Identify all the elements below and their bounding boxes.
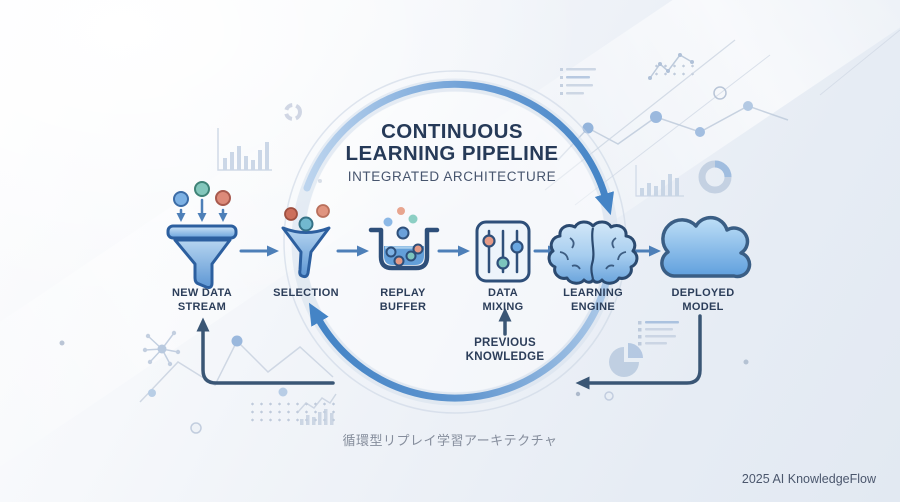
funnel-inflow-icon <box>166 181 238 289</box>
step-label-new-data-stream: NEW DATA STREAM <box>171 287 233 313</box>
diagram-subtitle: INTEGRATED ARCHITECTURE <box>347 169 557 184</box>
step-label-data-mixing: DATA MIXING <box>482 287 524 313</box>
list-decoration <box>560 68 596 95</box>
step-label-selection: SELECTION <box>273 287 339 299</box>
step-label-deployed-model: DEPLOYED MODEL <box>671 287 735 313</box>
pie-decoration <box>609 347 639 377</box>
donut-decoration <box>284 103 302 121</box>
sliders-icon <box>475 220 531 283</box>
diagram-title-line1: CONTINUOUS <box>381 120 523 143</box>
step-label-learning-engine: LEARNING ENGINE <box>563 287 623 313</box>
japanese-caption: 循環型リプレイ学習アーキテクチャ <box>342 433 558 448</box>
previous-knowledge-label: PREVIOUS KNOWLEDGE <box>465 337 545 363</box>
chart-decorations <box>59 29 900 434</box>
brain-icon <box>547 220 639 285</box>
feedback-arrows <box>196 307 702 390</box>
buffer-container-icon <box>368 207 440 271</box>
cycle-arc-bottom <box>308 252 615 402</box>
cycle-arc-top <box>303 80 614 216</box>
feedback-arrow-from-deployed-model <box>575 314 702 390</box>
selection-funnel-icon <box>281 204 331 279</box>
diagram-title-block: CONTINUOUS LEARNING PIPELINE INTEGRATED … <box>250 120 654 185</box>
step-label-replay-buffer: REPLAY BUFFER <box>379 287 427 313</box>
footer-credit: 2025 AI KnowledgeFlow <box>741 472 876 486</box>
cloud-icon <box>660 215 752 279</box>
diagram-title-line2: LEARNING PIPELINE <box>345 142 559 165</box>
feedback-arrow-to-new-data <box>196 317 335 385</box>
